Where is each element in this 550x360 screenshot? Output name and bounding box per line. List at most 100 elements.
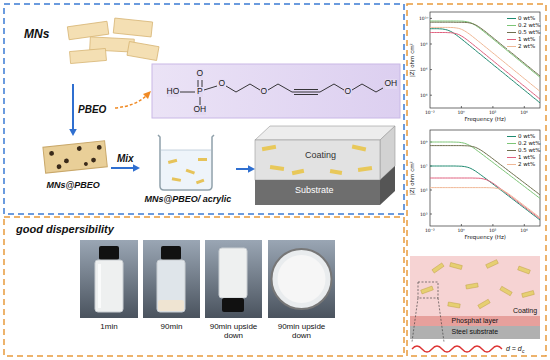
plot-frame (430, 130, 540, 226)
photo-caption: 90min (141, 322, 203, 331)
layer-name: Coating (513, 307, 537, 315)
vial-photo (205, 240, 262, 318)
panel-border (4, 4, 546, 356)
beaker (161, 150, 211, 189)
coating-schematic (432, 263, 444, 273)
legend-text: 0.2 wt% (518, 140, 540, 146)
vial-photo (98, 264, 101, 308)
legend-swatch (507, 32, 516, 34)
legend-swatch (507, 143, 516, 145)
group-title: MNs@PBEO (47, 180, 100, 190)
formula-subscript: c (522, 349, 525, 355)
molecule-structure (292, 92, 320, 93)
coating-schematic (486, 260, 499, 269)
molecule-structure (152, 64, 400, 118)
pointer-arrow (115, 91, 151, 108)
coating-schematic (478, 299, 490, 308)
beaker (161, 150, 211, 151)
material-group: MNs@PBEO/ acrylic (140, 130, 236, 210)
tick-label: 10⁰ (457, 228, 465, 233)
coating-block (262, 145, 372, 176)
impedance-curve (430, 33, 540, 100)
tick-label: 10³ (420, 212, 428, 217)
coating-block (255, 126, 395, 205)
legend-swatch (507, 157, 516, 159)
vial-photo (157, 260, 185, 312)
impedance-curve (430, 21, 540, 77)
tick-label: 10⁰ (457, 110, 465, 115)
group-title: MNs (24, 28, 49, 42)
legend-text: 0 wt% (518, 133, 535, 139)
tick-label: 10⁷ (420, 164, 428, 169)
photo-caption: 90min upside down (271, 322, 333, 340)
vial-photo (219, 248, 247, 298)
vial-photo (80, 240, 138, 318)
atom-label: OH (385, 79, 398, 89)
coating-schematic (421, 286, 434, 294)
coated-flake (97, 145, 102, 150)
axis-title: |Z| ohm cm² (409, 43, 415, 77)
arrow-shaft (72, 84, 74, 130)
impedance-curve (430, 27, 540, 91)
coated-flake (91, 157, 96, 162)
coated-flake (77, 146, 82, 151)
molecule-structure (294, 89, 318, 90)
coating-block (255, 140, 380, 180)
beaker (168, 158, 207, 184)
molecule-structure (334, 84, 344, 90)
coated-flake (64, 158, 69, 163)
impedance-curve (430, 166, 540, 220)
pointer-arrow (143, 91, 151, 99)
legend-swatch (507, 164, 516, 166)
coating-schematic (418, 282, 438, 298)
coated-flake (56, 164, 61, 169)
axis-title: |Z| ohm cm² (409, 161, 415, 195)
legend-text: 2 wt% (518, 161, 535, 167)
arrow-head (69, 129, 77, 136)
vial-photo (272, 249, 332, 309)
arrow-shaft (236, 168, 249, 170)
layer-name: Coating (305, 150, 336, 160)
beaker (158, 135, 214, 190)
molecule-structure (294, 94, 318, 95)
molecule-structure (320, 84, 334, 92)
tick-label: 10⁴ (520, 228, 528, 233)
coating-schematic (500, 286, 512, 295)
mxene-flakes (127, 42, 159, 61)
coating-sample: CoatingSubstrate (255, 122, 395, 208)
molecule-structure (180, 80, 383, 105)
molecule-structure (204, 86, 217, 90)
arrow-shaft (111, 167, 134, 169)
tick-label: 10⁴ (520, 110, 528, 115)
legend-entry: 0 wt% (507, 133, 535, 140)
legend-text: 1 wt% (518, 36, 535, 42)
tick-label: 10⁵ (420, 188, 428, 193)
mxene-flakes (67, 18, 159, 63)
vial-photo (95, 260, 123, 312)
coating-schematic (412, 298, 444, 342)
arrow-head (248, 165, 255, 173)
vial-photo (143, 240, 200, 318)
atom-label: P (197, 87, 203, 97)
atom-label: O (261, 87, 268, 97)
molecule-structure (198, 80, 199, 87)
tick-label: 10² (489, 228, 497, 233)
flow-arrow (111, 164, 140, 172)
flow-arrow (69, 84, 77, 136)
panel-border (4, 4, 404, 214)
legend-entry: 0.5 wt% (507, 29, 540, 36)
legend-entry: 0 wt% (507, 15, 535, 22)
layer-band: Coating (410, 256, 540, 316)
molecule-structure (268, 84, 278, 90)
molecule-structure (152, 64, 400, 118)
atom-label: O (219, 79, 226, 89)
tick-label: 10⁹ (420, 140, 428, 145)
legend-entry: 0.5 wt% (507, 147, 540, 154)
molecule-structure (226, 86, 236, 92)
vial-photo (99, 246, 119, 260)
flow-arrow (236, 165, 255, 173)
coating-block (358, 166, 372, 172)
layer-band: Phosphat layer (410, 316, 540, 326)
